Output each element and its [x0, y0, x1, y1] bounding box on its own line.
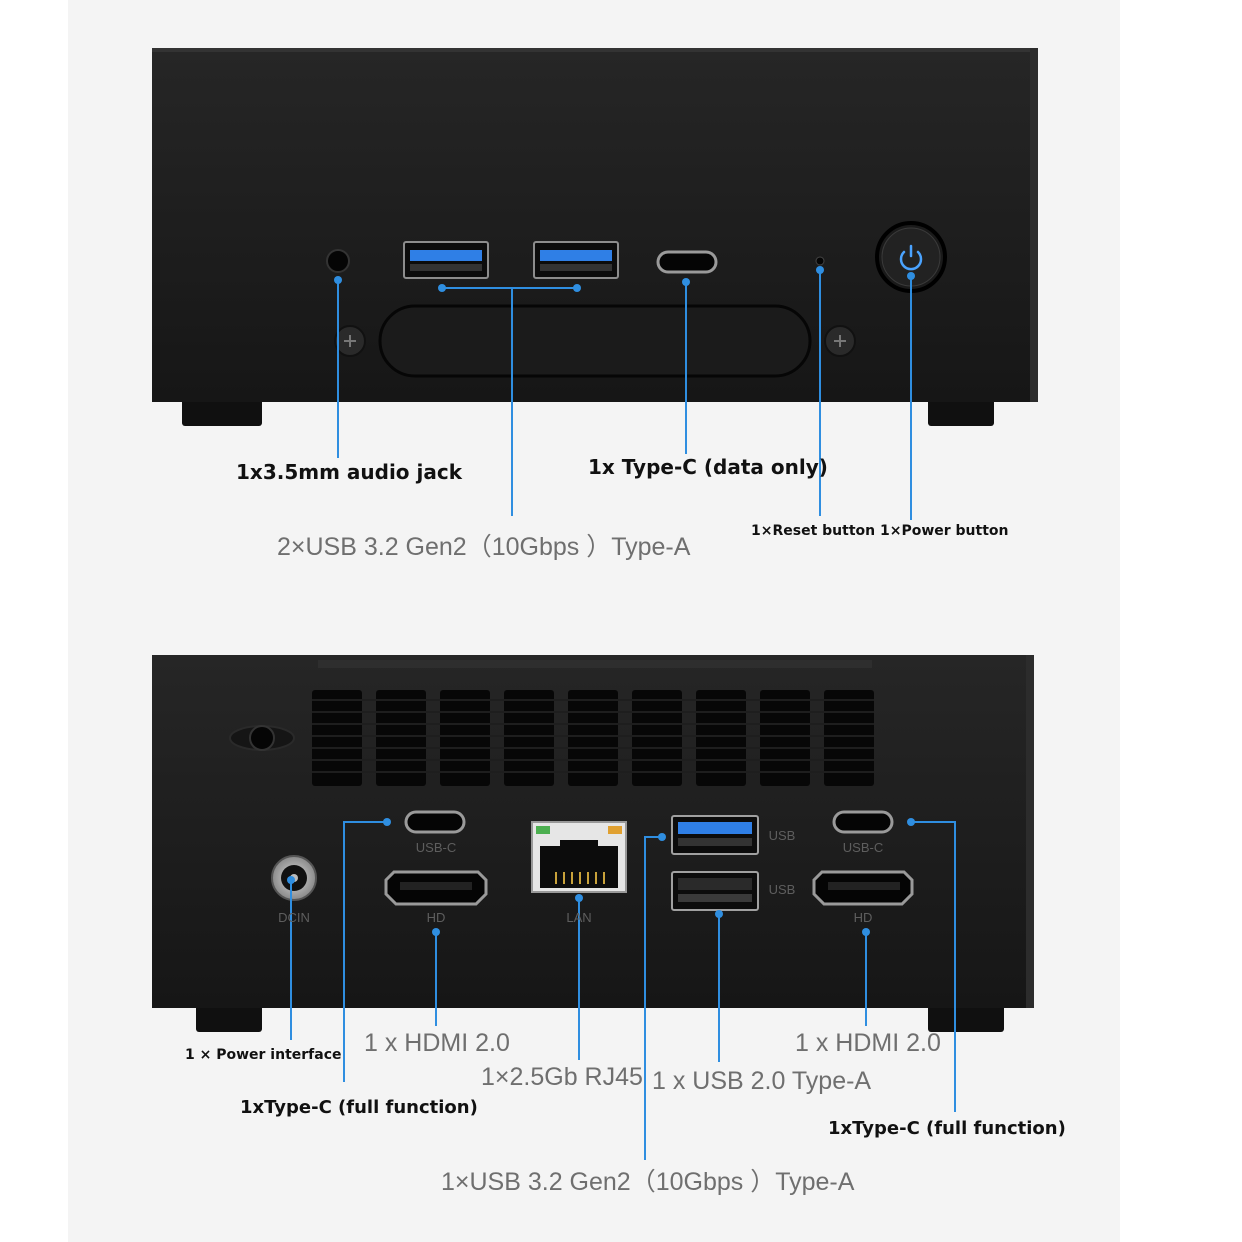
usb-c-port-front: [656, 250, 718, 274]
rear-foot-right: [928, 1002, 1004, 1032]
callout-rj45: 1×2.5Gb RJ45: [481, 1063, 643, 1091]
power-icon: [899, 250, 923, 271]
callout-power-interface: 1 × Power interface: [185, 1047, 342, 1063]
callout-type-c-data: 1x Type-C (data only): [588, 455, 828, 479]
label-hd-right: HD: [854, 910, 873, 925]
label-hd-left: HD: [427, 910, 446, 925]
front-bay-cover: [378, 304, 812, 378]
rear-vent-grille: [312, 690, 874, 786]
screw-left: [334, 325, 366, 357]
rear-unit: [152, 655, 1034, 1032]
usb-c-port-rear-left: [404, 810, 466, 834]
front-foot-right: [928, 398, 994, 426]
callout-type-c-full-right: 1xType-C (full function): [828, 1118, 1066, 1139]
label-usb-c-right: USB-C: [843, 840, 883, 855]
callout-type-c-full-left: 1xType-C (full function): [240, 1097, 478, 1118]
rear-foot-left: [196, 1002, 262, 1032]
lan-port: [531, 821, 627, 893]
label-lan: LAN: [566, 910, 591, 925]
rear-port-printed-labels: USB-C USB-C HD HD DCIN LAN USB USB: [278, 828, 883, 925]
callout-usb32: 1×USB 3.2 Gen2（10Gbps ）Type-A: [441, 1168, 855, 1196]
label-usb-c-left: USB-C: [416, 840, 456, 855]
label-usb-top: USB: [769, 828, 796, 843]
usb-a-port-1: [403, 241, 489, 279]
callout-hdmi-right: 1 x HDMI 2.0: [795, 1029, 941, 1057]
front-foot-left: [182, 398, 262, 426]
callout-usb-a-pair: 2×USB 3.2 Gen2（10Gbps ）Type-A: [277, 533, 691, 561]
front-unit: [152, 48, 1038, 426]
security-lock-slot: [229, 725, 295, 751]
usb-c-port-rear-right: [832, 810, 894, 834]
reset-pinhole: [815, 256, 825, 266]
rear-leader-lines: [287, 818, 956, 1160]
callout-audio-jack: 1x3.5mm audio jack: [236, 460, 463, 484]
screw-right: [824, 325, 856, 357]
callout-reset-power: 1×Reset button 1×Power button: [751, 523, 1009, 539]
audio-jack-port: [326, 249, 350, 273]
label-usb-bottom: USB: [769, 882, 796, 897]
usb-a-port-2: [533, 241, 619, 279]
usb-a-port-rear-top: [671, 815, 759, 855]
front-leader-lines: [334, 266, 915, 520]
callout-usb2: 1 x USB 2.0 Type-A: [652, 1067, 872, 1095]
callout-hdmi-left: 1 x HDMI 2.0: [364, 1029, 510, 1057]
usb-a-port-rear-bottom: [671, 871, 759, 911]
label-dcin: DCIN: [278, 910, 310, 925]
